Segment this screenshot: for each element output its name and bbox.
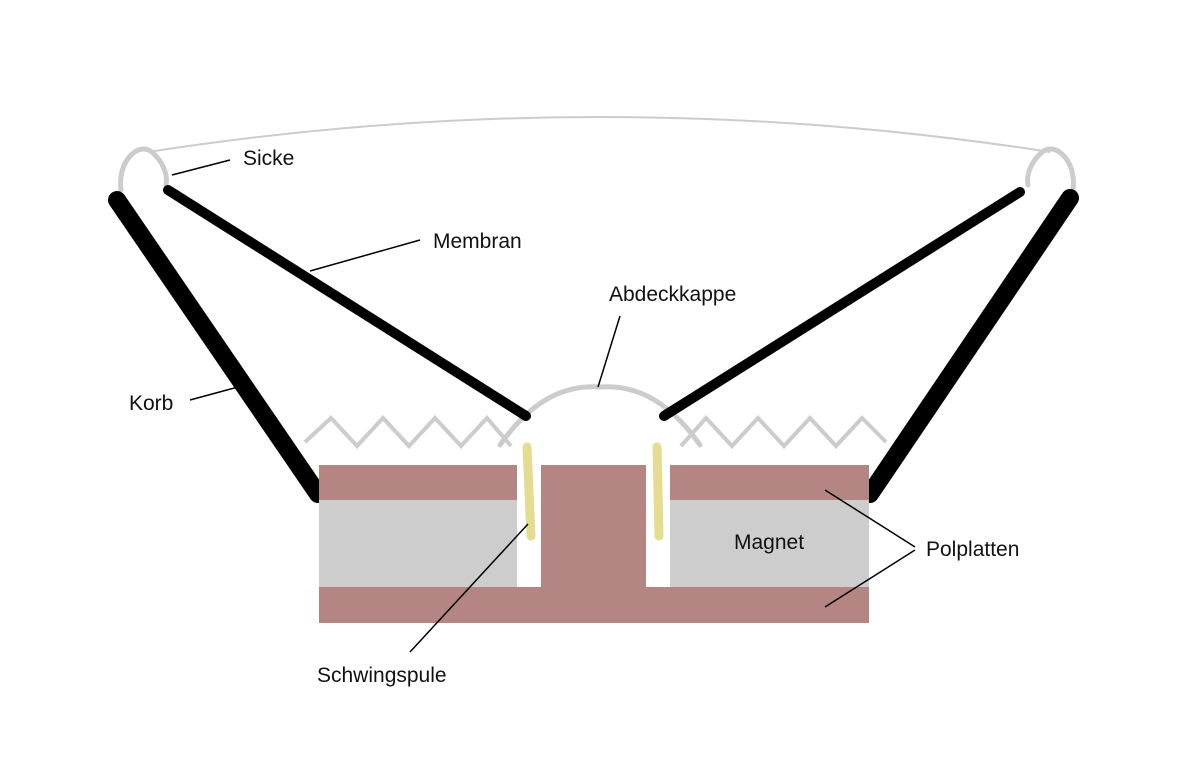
leader-polplatten-top [824,489,916,548]
label-schwingspule: Schwingspule [317,664,447,687]
basket-left [108,191,327,503]
cone-right [659,187,1025,421]
leader-polplatten-bottom [824,549,916,608]
label-abdeckkappe: Abdeckkappe [609,283,736,306]
leader-sicke [171,159,231,176]
top-pole-plate-left [319,465,517,500]
leader-abdeckkappe [597,315,621,388]
label-korb: Korb [129,392,173,415]
label-magnet: Magnet [734,531,804,554]
surround-right [1025,146,1076,193]
label-polplatten: Polplatten [926,538,1019,561]
surround-left [118,146,169,193]
label-sicke: Sicke [243,147,294,170]
leader-membran [309,239,421,272]
voice-coil-right [652,442,664,541]
cone-left [163,185,531,421]
bottom-pole-plate [319,587,869,623]
magnet-left [319,500,517,587]
leader-schwingspule [409,523,529,653]
voice-coil-left [522,442,536,541]
basket-right [861,189,1079,503]
label-membran: Membran [433,230,522,253]
top-pole-plate-right [670,465,869,500]
spider-left [303,414,513,449]
pole-piece [541,465,646,588]
spider-right [679,415,888,449]
outer-arc [147,116,1051,153]
magnet-right [670,500,869,587]
leader-korb [189,386,239,401]
